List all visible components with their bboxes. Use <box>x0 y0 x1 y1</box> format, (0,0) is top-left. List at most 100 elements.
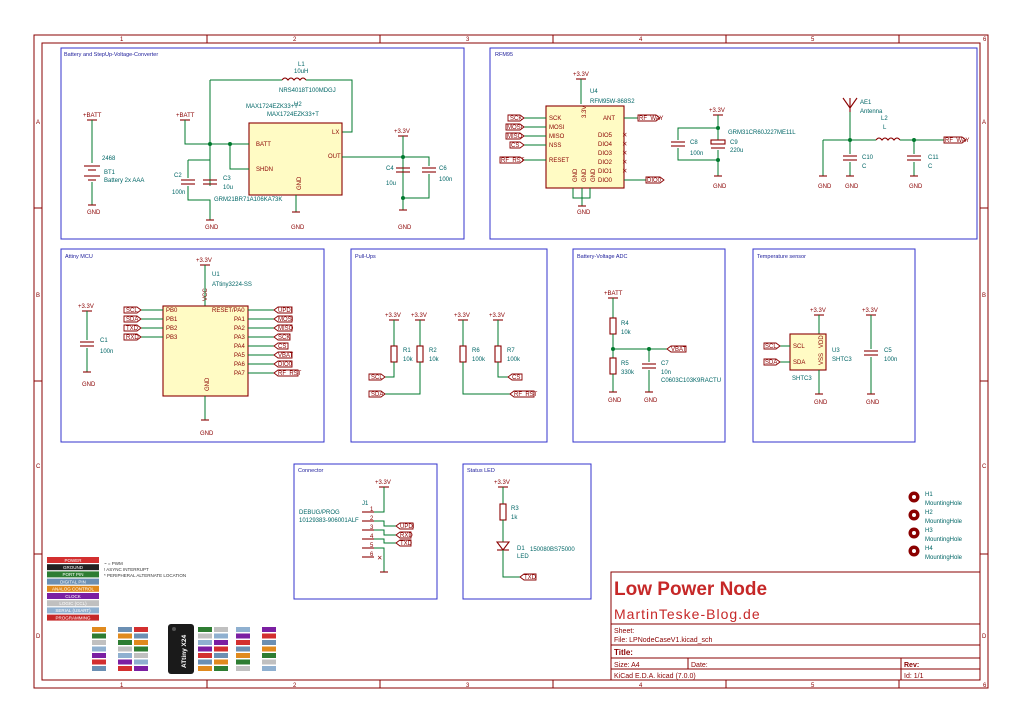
c3-ref: C3 <box>223 176 231 182</box>
u1-pin-pb3: PB3 <box>166 335 178 341</box>
u1-pin-pa7: PA7 <box>234 371 246 377</box>
legend-label: POWER <box>64 558 82 563</box>
h1-value: MountingHole <box>925 501 963 507</box>
u4-pin-dio4: DIO4 <box>598 142 613 148</box>
legend-note-alt: * PERIPHERAL ALTERNATE LOCATION <box>104 573 186 578</box>
u1-pin-pa6: PA6 <box>234 362 246 368</box>
mcu-section: Attiny MCU +3.3V U1 ATtiny3224-SS VCC GN… <box>60 248 325 443</box>
row-label-c-r: C <box>982 464 987 470</box>
l2-value: L <box>883 125 887 131</box>
svg-text:TXD: TXD <box>126 326 139 332</box>
legend-pin-tag <box>198 659 212 665</box>
u3-power: +3.3V <box>810 308 826 314</box>
rfm95-section: RFM95 +3.3V U4 RFM95W-868S2 SCK MOSI MIS… <box>489 47 978 240</box>
id-label: Id: 1/1 <box>904 673 924 680</box>
col-label-6: 6 <box>983 37 987 43</box>
c2-ref: C2 <box>174 173 182 179</box>
u1-pin-pa3: PA3 <box>234 335 246 341</box>
col-label-3b: 3 <box>466 683 470 689</box>
svg-text:✕: ✕ <box>377 555 382 562</box>
legend-pin-tag <box>214 646 228 652</box>
legend-pin-tag <box>198 666 212 671</box>
svg-text:MOSI: MOSI <box>278 317 294 323</box>
u2-pin-batt: BATT <box>256 142 271 148</box>
u4-pin-gnd3: GND <box>591 168 597 182</box>
u4-pin-gnd2: GND <box>582 168 588 182</box>
r1-value: 10k <box>403 357 414 363</box>
col-label-4: 4 <box>639 37 643 43</box>
c9-ref: C9 <box>730 140 738 146</box>
row-label-a-r: A <box>982 120 986 126</box>
u4-pin-33: 3.3V <box>582 106 588 118</box>
legend-pin-tag <box>118 653 132 658</box>
mcu-label-rxd: RXD <box>123 333 142 341</box>
r3-value: 1k <box>511 515 518 521</box>
c5-power: +3.3V <box>862 308 878 314</box>
d1-ref: D1 <box>517 546 525 552</box>
mcu-power-label: +3.3V <box>196 258 212 264</box>
u4-pin-mosi: MOSI <box>549 125 565 131</box>
c5-ref: C5 <box>884 348 892 354</box>
row-label-a: A <box>36 120 40 126</box>
u3-pin-scl: SCL <box>793 344 805 350</box>
u2-part: MAX1724EZK33+T <box>246 104 298 110</box>
u3-pin-vdd: VDD <box>819 335 825 348</box>
svg-text:SDA: SDA <box>765 360 777 366</box>
col-label-3: 3 <box>466 37 470 43</box>
c11-gnd: GND <box>909 184 923 190</box>
r2-value: 10k <box>429 357 440 363</box>
svg-text:5: 5 <box>370 543 374 549</box>
r5-value: 330k <box>621 370 635 376</box>
legend-pin-tag <box>198 646 212 652</box>
l1-ref: L1 <box>298 62 305 68</box>
row-label-d: D <box>36 634 41 640</box>
legend-label: GROUND <box>63 565 84 570</box>
bt1-gnd: GND <box>87 210 101 216</box>
connector-section-title: Connector <box>298 468 324 474</box>
legend-pin-tag <box>214 640 228 645</box>
svg-text:3: 3 <box>370 525 374 531</box>
mcu-label-rf-rst: RF_RST <box>273 369 302 377</box>
u3-part: SHTC3 <box>792 376 812 382</box>
svg-text:RF_RST: RF_RST <box>501 158 525 164</box>
u2-pin-out: OUT <box>328 154 341 160</box>
c11-value: C <box>928 164 933 170</box>
col-label-1b: 1 <box>120 683 124 689</box>
legend-label: ANALOG CONTROL <box>52 587 95 592</box>
mcu-label-txd: TXD <box>123 324 142 332</box>
h3-value: MountingHole <box>925 537 963 543</box>
legend-pin-tag <box>92 666 106 671</box>
col-label-1: 1 <box>120 37 124 43</box>
d1-value: LED <box>517 554 529 560</box>
legend-pin-tag <box>92 646 106 652</box>
legend-pin-tag <box>262 640 276 645</box>
c9-part: GRM31CR60J227ME11L <box>728 130 796 136</box>
legend-pin-tag <box>214 627 228 632</box>
u2-value: MAX1724EZK33+T <box>267 112 319 118</box>
legend-pin-tag <box>92 659 106 665</box>
batt-power-label: +BATT <box>83 113 102 119</box>
u3-pin-sda: SDA <box>793 360 805 366</box>
mcu-label-dio0: DIO0 <box>273 360 293 368</box>
legend-pin-tag <box>236 627 250 632</box>
u3-ref: U3 <box>832 348 840 354</box>
date-label: Date: <box>691 662 708 669</box>
legend-pin-tag <box>198 633 212 639</box>
legend-pin-tag <box>236 646 250 652</box>
svg-text:RF_RST: RF_RST <box>514 392 538 398</box>
adc-batt-label: +BATT <box>604 291 623 297</box>
c4-ref: C4 <box>386 166 394 172</box>
mcu-label-cs: CS <box>273 342 289 350</box>
svg-text:RXD: RXD <box>400 533 413 539</box>
status-led-section: Status LED +3.3V R3 1k D1 LED 150080BS75… <box>462 463 592 600</box>
u4-pin-gnd1: GND <box>573 168 579 182</box>
mcu-label-mosi: MOSI <box>273 315 294 323</box>
legend-swatch <box>47 578 99 585</box>
c5-value: 100n <box>884 357 897 363</box>
temp-section: Temperature sensor +3.3V SCL SDA VDD VSS… <box>752 248 916 443</box>
mcu-label-sck: SCK <box>273 333 291 341</box>
conn-label-rxd: RXD <box>395 531 413 539</box>
r7-ref: R7 <box>507 348 515 354</box>
c8-value: 100n <box>690 151 703 157</box>
r2-ref: R2 <box>429 348 437 354</box>
